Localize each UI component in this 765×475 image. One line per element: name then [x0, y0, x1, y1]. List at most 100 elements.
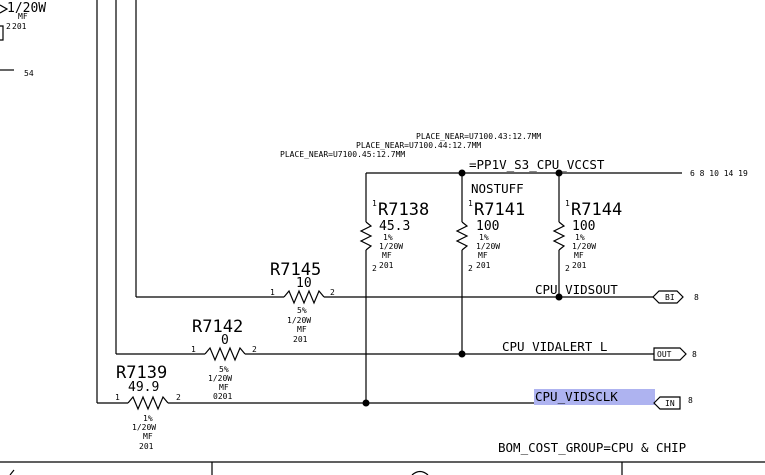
power-rail: =PP1V_S3_CPU_VCCST 6 8 10 14 19: [366, 157, 748, 178]
resistor-zigzag-icon: [552, 221, 566, 251]
port-type: IN: [665, 399, 675, 408]
type-label: MF: [382, 251, 392, 260]
place-note-43: PLACE_NEAR=U7100.43:12.7MM: [416, 132, 541, 141]
resistor-value: 100: [476, 219, 499, 234]
resistor-r7139: R7139 49.9 1 2 1% 1/20W MF 201: [97, 363, 181, 451]
resistor-r7138: 1 R7138 45.3 1% 1/20W MF 2 201: [359, 173, 429, 403]
size-label: 201: [293, 335, 308, 344]
tolerance-label: 1%: [383, 233, 393, 242]
resistor-zigzag-icon: [204, 346, 246, 362]
pin-number: 2: [330, 288, 335, 297]
net-label: CPU_VIDSOUT: [535, 282, 618, 297]
type-label: MF: [18, 12, 28, 21]
net-cpu-vidsout: CPU_VIDSOUT BI 8: [324, 282, 699, 304]
place-note-44: PLACE_NEAR=U7100.44:12.7MM: [356, 141, 481, 150]
type-label: MF: [297, 325, 307, 334]
power-page-refs: 6 8 10 14 19: [690, 169, 748, 178]
net-label: CPU_VIDALERT_L: [502, 339, 607, 354]
junction-dot: [362, 399, 370, 407]
size-label: 201: [12, 22, 27, 31]
pin-number: 2: [6, 22, 11, 31]
tolerance-label: 1/20W: [7, 1, 46, 16]
ref-designator: R7141: [474, 200, 525, 220]
port-type: OUT: [657, 350, 672, 359]
resistor-r7145: R7145 10 1 2 5% 1/20W MF 201: [136, 260, 335, 344]
place-near-notes: PLACE_NEAR=U7100.43:12.7MM PLACE_NEAR=U7…: [280, 132, 541, 159]
page-ref: 8: [694, 293, 699, 302]
resistor-value: 0: [221, 333, 229, 348]
tolerance-label: 5%: [219, 365, 229, 374]
resistor-zigzag-icon: [359, 221, 373, 251]
resistor-zigzag-icon: [455, 221, 469, 251]
port-type: BI: [665, 293, 675, 302]
place-note-45: PLACE_NEAR=U7100.45:12.7MM: [280, 150, 405, 159]
tolerance-label: 1%: [143, 414, 153, 423]
type-label: MF: [478, 251, 488, 260]
net-cpu-vidsclk: CPU_VIDSCLK IN 8: [168, 389, 693, 410]
pin-number: 1: [115, 393, 120, 402]
title-block-frame: [0, 461, 765, 475]
ref-designator: R7139: [116, 363, 167, 383]
resistor-value: 45.3: [379, 219, 410, 234]
junction-dot: [555, 293, 563, 301]
page-ref: 54: [24, 69, 34, 78]
size-label: 201: [139, 442, 154, 451]
power-rating: 1/20W: [208, 374, 232, 383]
trunk-wires: [96, 0, 137, 403]
pin-number: 1: [270, 288, 275, 297]
pin-number: 2: [252, 345, 257, 354]
tolerance-label: 5%: [297, 306, 307, 315]
tolerance-label: 1%: [479, 233, 489, 242]
power-rating: 1/20W: [132, 423, 156, 432]
type-label: MF: [143, 432, 153, 441]
resistor-value: 10: [296, 276, 312, 291]
net-label: CPU_VIDSCLK: [535, 389, 618, 404]
pin-number: 1: [191, 345, 196, 354]
ref-designator: R7142: [192, 317, 243, 337]
junction-dot: [458, 350, 466, 358]
bom-cost-group: BOM_COST_GROUP=CPU & CHIP: [498, 440, 686, 455]
resistor-r7144: 1 R7144 100 1% 1/20W MF 2 201: [552, 173, 622, 297]
resistor-zigzag-icon: [127, 395, 169, 411]
power-rating: 1/20W: [572, 242, 596, 251]
size-label: 0201: [213, 392, 232, 401]
tolerance-label: 1%: [575, 233, 585, 242]
nostuff-label: NOSTUFF: [471, 181, 524, 196]
bidirectional-port-icon: [652, 290, 684, 304]
pin-number: 1: [565, 199, 570, 208]
pin-number: 1: [372, 199, 377, 208]
resistor-r7142: R7142 0 1 2 5% 1/20W MF 0201: [116, 317, 257, 401]
zone-letter-fragment: [411, 470, 429, 475]
page-ref: 8: [688, 396, 693, 405]
power-rating: 1/20W: [287, 316, 311, 325]
power-rating: 1/20W: [476, 242, 500, 251]
resistor-r7141: 1 R7141 100 1% 1/20W MF 2 201: [455, 173, 525, 354]
size-label: 201: [572, 261, 587, 270]
resistor-zigzag-icon: [0, 4, 9, 14]
resistor-value: 49.9: [128, 380, 159, 395]
type-label: MF: [219, 383, 229, 392]
type-label: MF: [574, 251, 584, 260]
pin-number: 2: [565, 264, 570, 273]
ref-designator: R7144: [571, 200, 622, 220]
ref-designator: R7138: [378, 200, 429, 220]
power-net-label: =PP1V_S3_CPU_VCCST: [469, 157, 605, 172]
pin-number: 1: [468, 199, 473, 208]
net-cpu-vidalert-l: CPU_VIDALERT_L OUT 8: [245, 339, 697, 361]
size-label: 201: [476, 261, 491, 270]
page-ref: 8: [692, 350, 697, 359]
resistor-value: 100: [572, 219, 595, 234]
ref-designator: R7145: [270, 260, 321, 280]
input-port-icon: [653, 396, 681, 410]
pin-number: 2: [468, 264, 473, 273]
size-label: 201: [379, 261, 394, 270]
output-port-icon: [653, 347, 687, 361]
selection-highlight: [534, 389, 655, 405]
pin-number: 2: [176, 393, 181, 402]
top-left-resistor-fragment: 1/20W MF 2 201 54: [0, 1, 46, 78]
zone-letter-fragment: [9, 469, 15, 475]
pin-number: 2: [372, 264, 377, 273]
power-rating: 1/20W: [379, 242, 403, 251]
resistor-zigzag-icon: [283, 289, 325, 305]
